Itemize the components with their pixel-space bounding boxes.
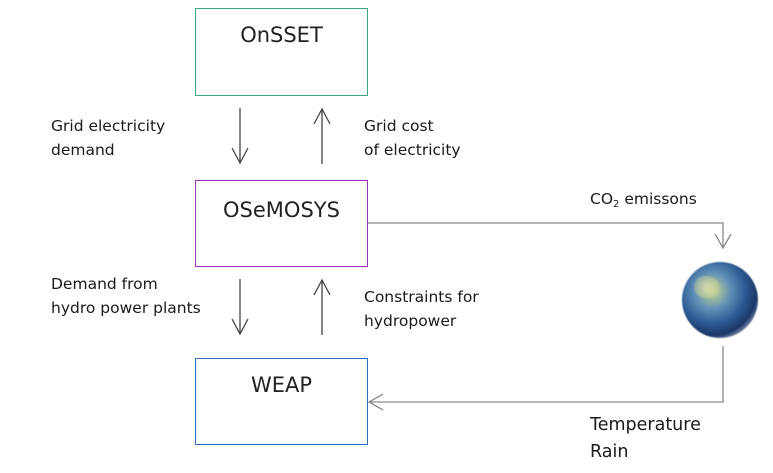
co2-suffix: emissons — [619, 190, 697, 208]
temperature-label: Temperature — [590, 415, 701, 435]
weap-box: WEAP — [195, 358, 368, 445]
osemosys-title: OSeMOSYS — [223, 198, 340, 222]
hydro-demand-line-2: hydro power plants — [51, 299, 201, 317]
arrow-hydro-demand — [231, 279, 249, 336]
grid-demand-line-1: Grid electricity — [51, 117, 166, 135]
earth-globe-icon — [682, 262, 758, 338]
hydropower-constraints-label: Constraints for hydropower — [364, 285, 479, 333]
onsset-title: OnSSET — [240, 23, 323, 47]
climate-label: Temperature Rain — [590, 412, 701, 466]
weap-title: WEAP — [250, 373, 313, 397]
co2-emissions-label: CO2 emissons — [590, 187, 697, 217]
co2-prefix: CO — [590, 190, 614, 208]
arrow-constraints — [313, 278, 331, 335]
grid-cost-label: Grid cost of electricity — [364, 114, 461, 162]
constraints-line-1: Constraints for — [364, 288, 479, 306]
grid-cost-line-1: Grid cost — [364, 117, 434, 135]
onsset-box: OnSSET — [195, 8, 368, 96]
arrow-co2-emissions — [368, 222, 732, 250]
hydro-demand-label: Demand from hydro power plants — [51, 272, 201, 320]
arrow-grid-demand — [231, 108, 249, 165]
arrow-climate-feedback — [367, 346, 724, 411]
osemosys-box: OSeMOSYS — [195, 180, 368, 267]
hydro-demand-line-1: Demand from — [51, 275, 158, 293]
arrow-grid-cost — [313, 107, 331, 164]
rain-label: Rain — [590, 442, 629, 462]
constraints-line-2: hydropower — [364, 312, 457, 330]
co2-subscript: 2 — [613, 199, 620, 210]
grid-demand-label: Grid electricity demand — [51, 114, 165, 162]
grid-demand-line-2: demand — [51, 141, 115, 159]
grid-cost-line-2: of electricity — [364, 141, 461, 159]
